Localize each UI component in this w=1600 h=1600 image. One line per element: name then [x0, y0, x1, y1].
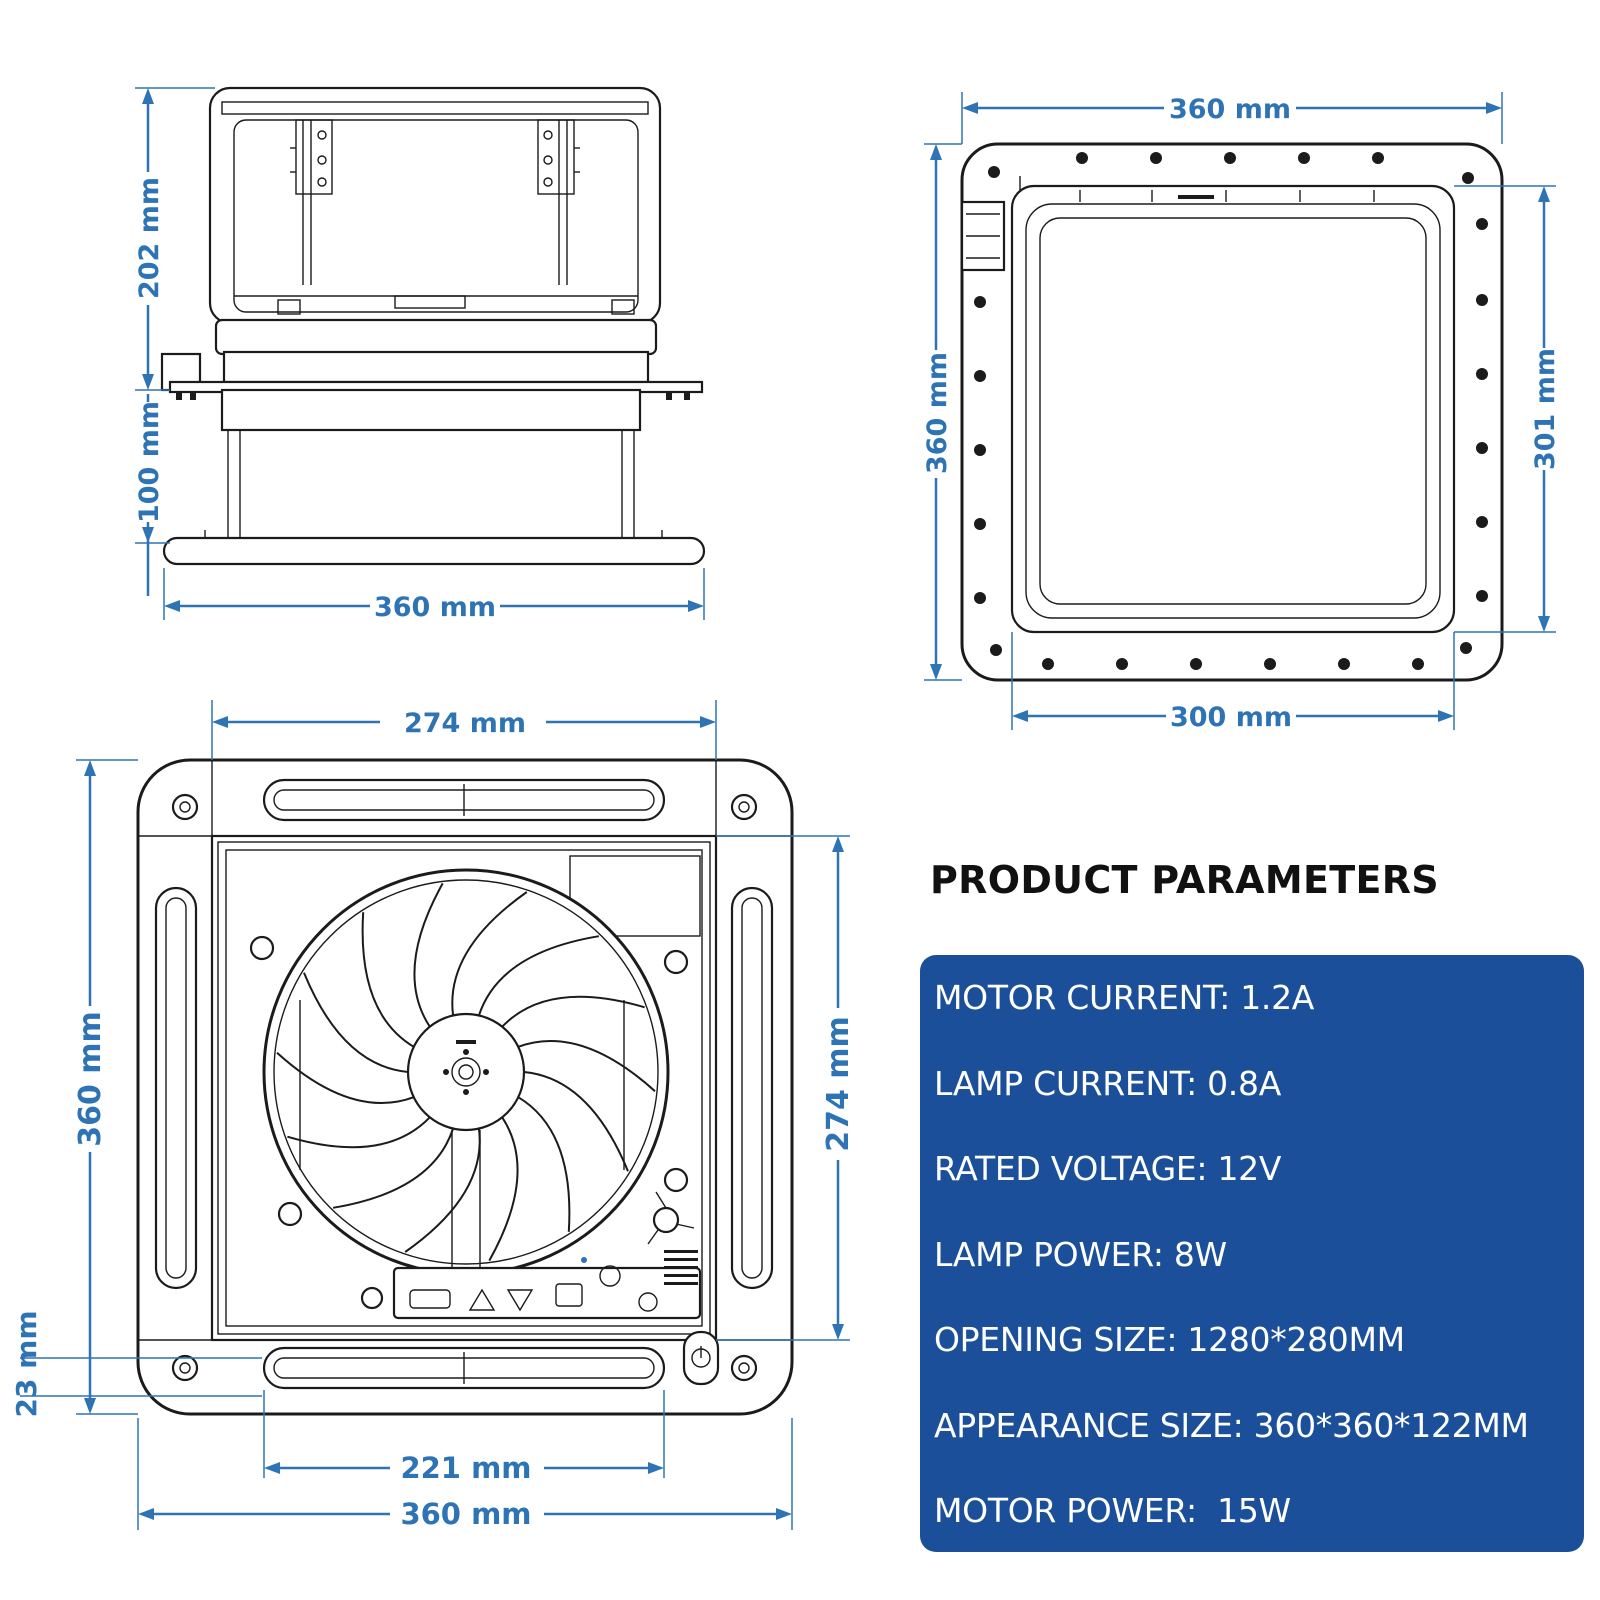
param-rated-voltage: RATED VOLTAGE: 12V	[934, 1149, 1282, 1188]
fan-blade	[517, 1096, 571, 1232]
fan-blade	[413, 882, 444, 1028]
hinge-right	[537, 119, 580, 285]
vent-slots	[154, 778, 774, 1390]
adjust-knob-icon	[647, 1191, 695, 1245]
bottom-top-width-label: 274 mm	[404, 708, 526, 739]
bottom-right-height-label: 274 mm	[821, 1016, 856, 1152]
param-appearance-size: APPEARANCE SIZE: 360*360*122MM	[934, 1405, 1529, 1445]
top-outer-height-label: 360 mm	[922, 352, 953, 474]
fan-blade	[488, 1116, 519, 1262]
power-icon[interactable]	[682, 1330, 720, 1386]
bottom-slot-width-label: 221 mm	[400, 1451, 531, 1485]
param-motor-power: MOTOR POWER: 15W	[934, 1491, 1291, 1530]
hinge-left	[290, 119, 333, 285]
fan-blade	[523, 1071, 629, 1172]
parameters-panel: MOTOR CURRENT: 1.2A LAMP CURRENT: 0.8A R…	[920, 955, 1584, 1552]
bottom-total-width-label: 360 mm	[400, 1497, 531, 1531]
fan-blade	[477, 935, 600, 1016]
fan-blade	[303, 972, 409, 1073]
top-view: 360 mm 360 mm 301 mm 300 mm	[922, 92, 1561, 733]
fan-blade	[501, 995, 645, 1028]
fan-blade	[276, 1052, 415, 1105]
side-height-lower-label: 100 mm	[134, 401, 165, 523]
bottom-edge-offset-label: 23 mm	[10, 1310, 43, 1417]
screw-holes	[974, 152, 1488, 670]
fan-blade	[361, 912, 415, 1048]
param-lamp-power: LAMP POWER: 8W	[934, 1234, 1227, 1274]
parameters-title: PRODUCT PARAMETERS	[930, 858, 1439, 902]
fan-blade	[332, 1128, 455, 1209]
side-view: 202 mm 100 mm 360 mm	[134, 86, 706, 623]
top-inner-width-label: 300 mm	[1170, 702, 1292, 733]
fan-blade	[451, 891, 528, 1016]
top-inner-height-label: 301 mm	[1530, 348, 1561, 470]
param-lamp-current: LAMP CURRENT: 0.8A	[934, 1063, 1281, 1103]
param-motor-current: MOTOR CURRENT: 1.2A	[934, 978, 1315, 1017]
param-opening-size: OPENING SIZE: 1280*280MM	[934, 1320, 1405, 1359]
fan-blade	[517, 1039, 656, 1092]
bottom-view: 274 mm 360 mm 274 mm 23 mm 221 mm 360 mm	[10, 700, 856, 1531]
fan-icon	[262, 868, 670, 1276]
fan-blade	[287, 1116, 431, 1149]
top-outer-width-label: 360 mm	[1169, 94, 1291, 125]
bottom-left-height-label: 360 mm	[73, 1011, 108, 1147]
side-height-upper-label: 202 mm	[134, 177, 165, 299]
corner-holes	[171, 793, 758, 1382]
side-width-label: 360 mm	[374, 592, 496, 623]
